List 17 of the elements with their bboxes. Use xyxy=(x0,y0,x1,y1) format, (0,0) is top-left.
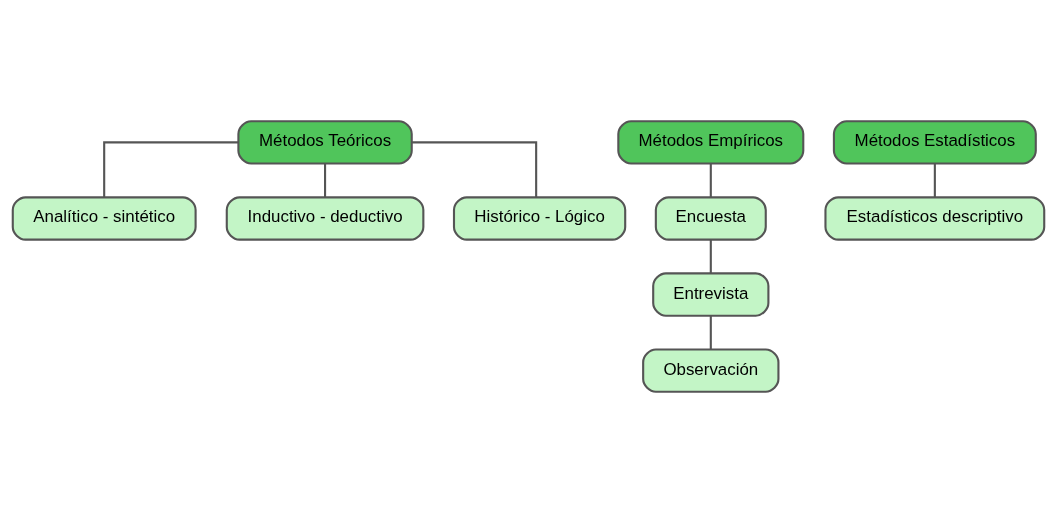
node-box: Encuesta xyxy=(654,195,767,241)
connector xyxy=(103,140,239,197)
connector xyxy=(324,163,327,197)
node-box: Métodos Empíricos xyxy=(617,119,805,165)
node-box: Histórico - Lógico xyxy=(452,195,627,241)
node-box: Estadísticos descriptivo xyxy=(824,195,1046,241)
node-box: Observación xyxy=(642,347,780,393)
node-box: Analítico - sintético xyxy=(11,195,197,241)
connector xyxy=(709,163,712,197)
connector xyxy=(411,140,538,197)
node-box: Inductivo - deductivo xyxy=(225,195,425,241)
connector xyxy=(933,163,936,197)
node-box: Métodos Estadísticos xyxy=(832,119,1037,165)
node-box: Entrevista xyxy=(652,271,770,317)
node-box: Métodos Teóricos xyxy=(237,119,413,165)
connector xyxy=(709,239,712,273)
connector xyxy=(709,315,712,349)
